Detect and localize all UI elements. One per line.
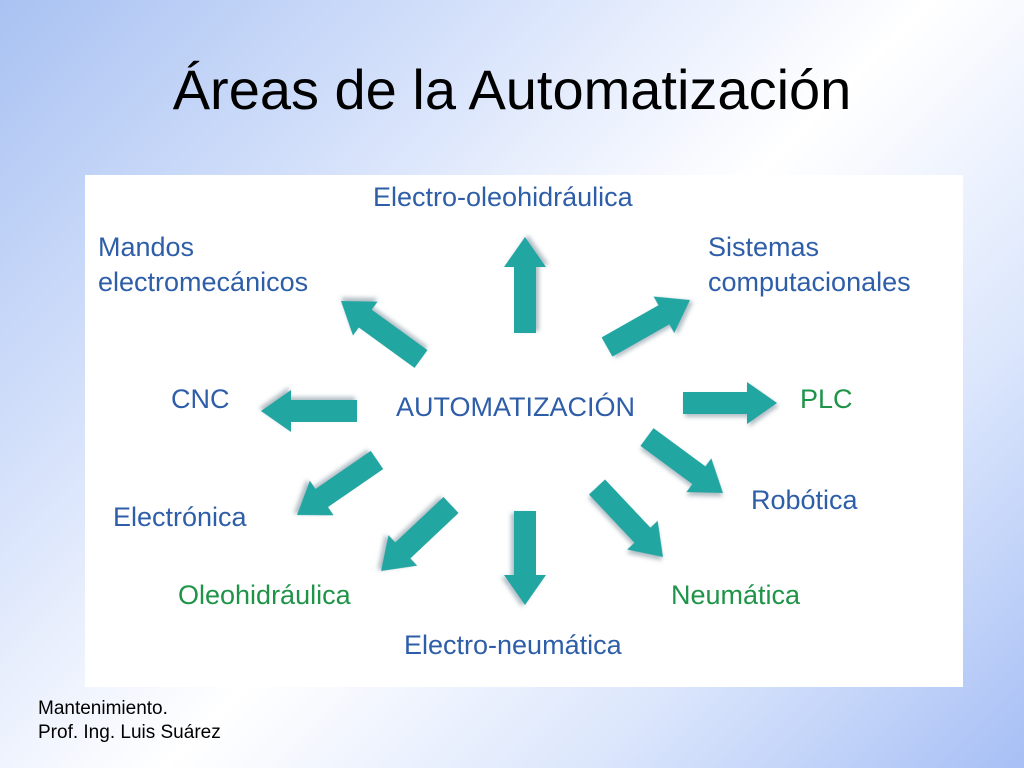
node-mandos-electromecanicos: Mandos electromecánicos bbox=[98, 230, 308, 300]
node-cnc: CNC bbox=[171, 382, 230, 417]
footer-author: Prof. Ing. Luis Suárez bbox=[38, 722, 221, 743]
node-line: Robótica bbox=[751, 485, 858, 515]
node-line: Sistemas bbox=[708, 232, 820, 262]
node-electronica: Electrónica bbox=[113, 500, 247, 535]
arrow-to-electronica bbox=[297, 450, 384, 516]
diagram-panel: AUTOMATIZACIÓN Electro-oleohidráulica Si… bbox=[85, 175, 963, 687]
footer-course: Mantenimiento. bbox=[38, 698, 168, 719]
arrow-to-robotica bbox=[640, 428, 723, 494]
node-line: PLC bbox=[800, 384, 853, 414]
node-line: computacionales bbox=[708, 267, 911, 297]
arrow-to-sistemas-computacionales bbox=[601, 296, 691, 357]
node-electro-oleohidraulica: Electro-oleohidráulica bbox=[373, 180, 633, 215]
node-neumatica: Neumática bbox=[671, 578, 800, 613]
node-oleohidraulica: Oleohidráulica bbox=[178, 578, 351, 613]
node-line: Mandos bbox=[98, 232, 195, 262]
node-line: Oleohidráulica bbox=[178, 580, 351, 610]
arrow-to-cnc bbox=[261, 390, 357, 432]
node-line: Electro-oleohidráulica bbox=[373, 182, 633, 212]
node-electro-neumatica: Electro-neumática bbox=[404, 628, 622, 663]
arrow-to-mandos-electromecanicos bbox=[340, 301, 428, 368]
node-plc: PLC bbox=[800, 382, 853, 417]
node-line: Neumática bbox=[671, 580, 801, 610]
arrows-layer bbox=[261, 237, 777, 605]
arrow-to-electro-neumatica bbox=[504, 511, 546, 605]
arrow-to-neumatica bbox=[588, 479, 663, 557]
arrow-to-oleohidraulica bbox=[381, 496, 459, 572]
node-robotica: Robótica bbox=[751, 483, 858, 518]
node-line: electromecánicos bbox=[98, 267, 309, 297]
node-line: Electro-neumática bbox=[404, 630, 622, 660]
arrow-to-plc bbox=[683, 382, 777, 424]
slide-title: Áreas de la Automatización bbox=[172, 58, 852, 121]
node-sistemas-computacionales: Sistemas computacionales bbox=[708, 230, 911, 300]
center-label: AUTOMATIZACIÓN bbox=[396, 392, 636, 422]
node-line: Electrónica bbox=[113, 502, 247, 532]
arrow-to-electro-oleohidraulica bbox=[504, 237, 546, 333]
node-line: CNC bbox=[171, 384, 230, 414]
